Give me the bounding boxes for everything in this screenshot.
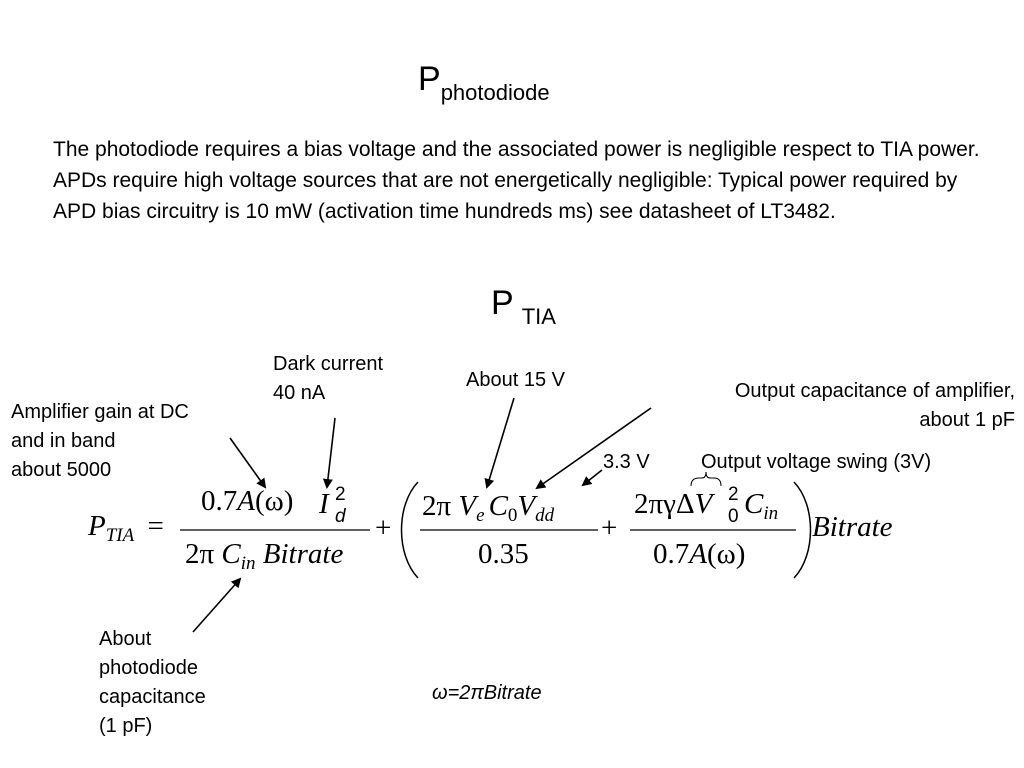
arrow-dark-current	[322, 417, 336, 489]
title-subscript-photodiode: photodiode	[440, 80, 550, 105]
arrow-about-15v	[484, 397, 515, 489]
annotation-about-15v: About 15 V	[466, 369, 565, 391]
annotation-line: (1 pF)	[99, 715, 153, 737]
term3-v-sup: 2	[728, 484, 739, 505]
coefficient: 0.7	[201, 485, 238, 517]
term1-id2: I	[319, 490, 329, 519]
coefficient: 2π	[185, 538, 215, 570]
term1-numerator: 0.7A(ω)	[201, 487, 293, 516]
title-p-tia: P TIA	[491, 284, 556, 328]
arrow-photodiode-capacitance	[192, 577, 242, 633]
annotation-line: capacitance	[99, 686, 206, 708]
symbol-delta: Δ	[675, 488, 695, 520]
arrow-output-capacitance	[535, 407, 652, 490]
title-subscript-tia: TIA	[521, 304, 556, 329]
subscript-in: in	[240, 553, 256, 574]
symbol-bitrate: Bitrate	[262, 538, 344, 570]
left-parenthesis	[400, 481, 419, 579]
term1-denominator: 2π Cin Bitrate	[185, 538, 344, 574]
title-p: P	[491, 284, 514, 322]
title-p: P	[418, 60, 441, 98]
symbol-v: V	[694, 488, 713, 520]
term3-denominator: 0.7A(ω)	[653, 540, 745, 569]
omega-relation: ω=2πBitrate	[432, 682, 542, 704]
annotation-output-voltage-swing: Output voltage swing (3V)	[701, 451, 932, 473]
subscript-0: 0	[507, 505, 518, 526]
term3-c: Cin	[744, 488, 778, 524]
symbol-v: V	[458, 490, 477, 522]
term3-v-sub: 0	[728, 506, 739, 527]
formula-subscript-tia: TIA	[105, 525, 135, 546]
right-parenthesis	[793, 481, 812, 579]
annotation-photodiode-capacitance: About photodiode capacitance (1 pF)	[99, 625, 206, 741]
term3-numerator-coef: 2πγΔV	[634, 490, 712, 519]
symbol-c: C	[221, 538, 241, 570]
annotation-line: about 1 pF	[919, 409, 1015, 431]
symbol-v: V	[517, 490, 536, 522]
coefficient: 0.7	[653, 538, 690, 570]
annotation-line: Output capacitance of amplifier,	[734, 380, 1015, 402]
symbol-a: A	[689, 538, 707, 570]
arrow-3-3v	[581, 469, 603, 487]
coefficient: 2πγ	[634, 488, 676, 520]
symbol-c: C	[488, 490, 508, 522]
symbol-omega: (ω)	[254, 485, 294, 517]
annotation-line: Dark current	[273, 353, 384, 375]
delta-brace	[690, 471, 722, 487]
subscript-e: e	[476, 505, 485, 526]
formula-bitrate: Bitrate	[812, 511, 893, 543]
term1-id-sub: d	[335, 506, 346, 527]
formula-lhs: PTIA =	[88, 510, 164, 546]
annotation-line: about 5000	[11, 459, 112, 481]
title-p-photodiode: Pphotodiode	[418, 60, 550, 104]
symbol-a: A	[237, 485, 255, 517]
formula-plus: +	[375, 512, 392, 544]
formula-equals: =	[147, 510, 164, 542]
annotation-line: and in band	[11, 430, 116, 452]
symbol-c: C	[744, 488, 764, 520]
formula-p: P	[88, 510, 106, 542]
symbol-i: I	[319, 488, 329, 520]
arrow-amplifier-gain	[229, 437, 267, 489]
subscript-in: in	[763, 503, 779, 524]
annotation-line: photodiode	[99, 657, 198, 679]
annotation-3-3v: 3.3 V	[603, 451, 650, 473]
coefficient: 2π	[422, 490, 452, 522]
symbol-omega: (ω)	[706, 538, 746, 570]
annotation-line: 40 nA	[273, 382, 326, 404]
term1-id-sup: 2	[335, 484, 346, 505]
formula-plus: +	[601, 512, 618, 544]
annotation-output-capacitance: Output capacitance of amplifier, about 1…	[735, 377, 1015, 435]
annotation-amplifier-gain: Amplifier gain at DC and in band about 5…	[11, 398, 189, 485]
annotation-dark-current: Dark current 40 nA	[273, 350, 383, 408]
intro-paragraph: The photodiode requires a bias voltage a…	[53, 138, 980, 223]
annotation-line: About	[99, 628, 152, 650]
annotation-line: Amplifier gain at DC	[11, 401, 189, 423]
subscript-dd: dd	[535, 505, 555, 526]
term2-denominator: 0.35	[478, 538, 529, 570]
